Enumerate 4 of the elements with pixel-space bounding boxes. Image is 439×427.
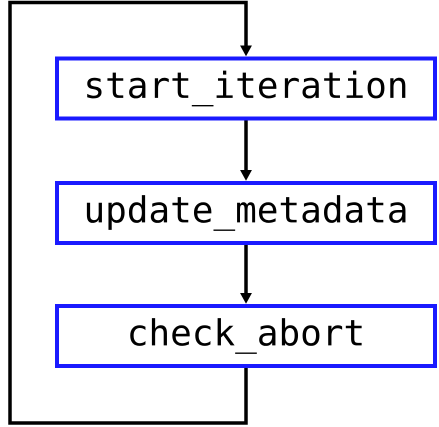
process-box: check_abort xyxy=(55,304,437,368)
process-box: update_metadata xyxy=(55,181,437,245)
process-box: start_iteration xyxy=(55,56,437,120)
arrow xyxy=(8,0,252,425)
